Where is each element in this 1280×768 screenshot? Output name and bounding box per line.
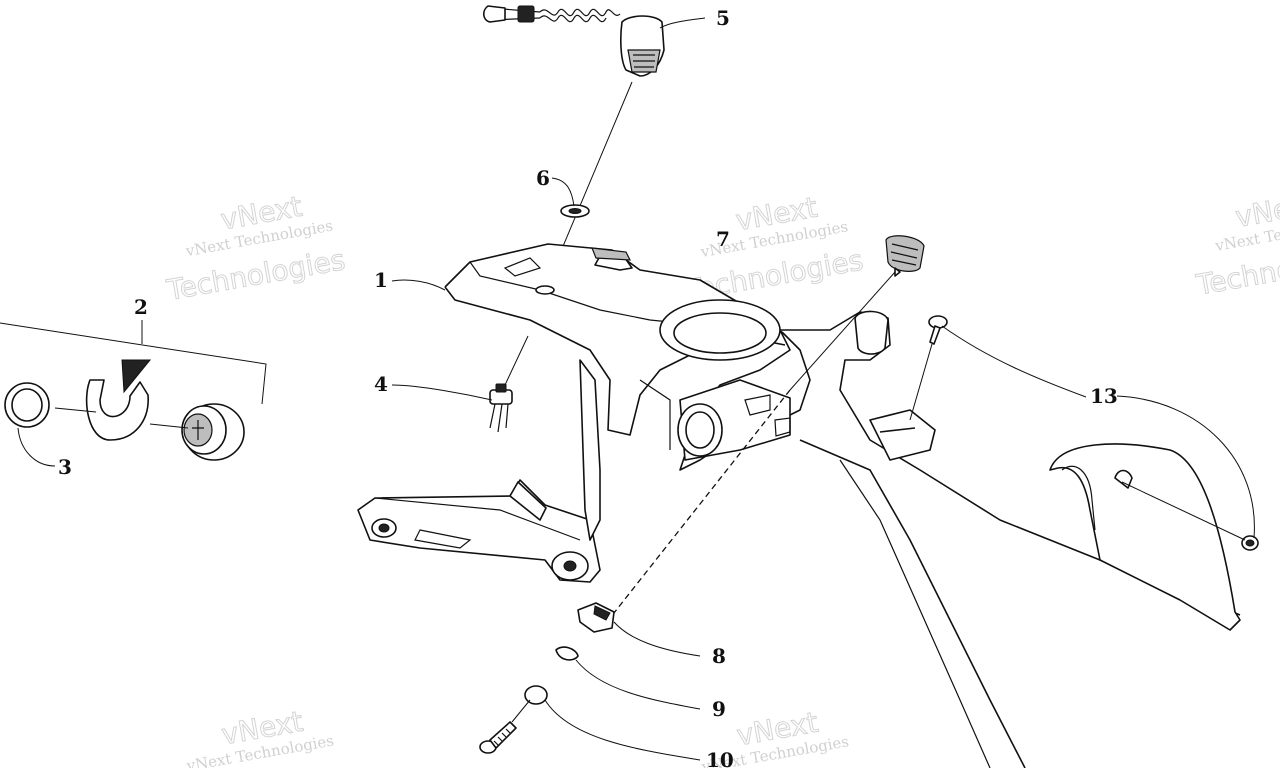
watermark-3: vNext vNext Technologies Technologies [1193,187,1280,303]
callout-6: 6 [536,166,550,190]
part-1-console-cover [357,243,1241,768]
part-9-lock-washer [555,646,579,661]
callout-3: 3 [58,455,72,479]
callout-9: 9 [712,697,726,721]
kit-2-group [0,320,267,461]
kit-bracket [0,322,267,405]
callout-13: 13 [1090,384,1118,408]
part-10-screw [479,699,531,754]
callout-leaders [17,17,1255,761]
part-flat-washer [524,685,548,705]
arrow-pointer-icon [121,359,152,394]
part-8-clip-nut [577,602,615,633]
callout-1: 1 [374,268,388,292]
callout-4: 4 [374,372,388,396]
watermark-1: vNext vNext Technologies Technologies [163,189,348,307]
part-13-fasteners [909,315,1259,551]
callout-7: 7 [716,227,730,251]
dashed-assembly-line [609,389,791,619]
part-5-tether-cord [482,5,665,77]
tether-clip-icon [517,5,535,23]
seal-boot [85,379,149,441]
part-4-switch [489,335,529,433]
callout-10: 10 [706,748,734,768]
callout-2: 2 [134,295,148,319]
part-6-washer [560,204,590,218]
part-7-knob [789,235,925,391]
watermark-4: vNext vNext Technologies [184,704,335,768]
coil-spring-icon [539,8,621,17]
callout-labels: 1 2 3 4 5 6 7 8 9 10 13 [58,6,1118,768]
callout-5: 5 [716,6,730,30]
assembly-line-4 [504,335,529,386]
callout-8: 8 [712,644,726,668]
